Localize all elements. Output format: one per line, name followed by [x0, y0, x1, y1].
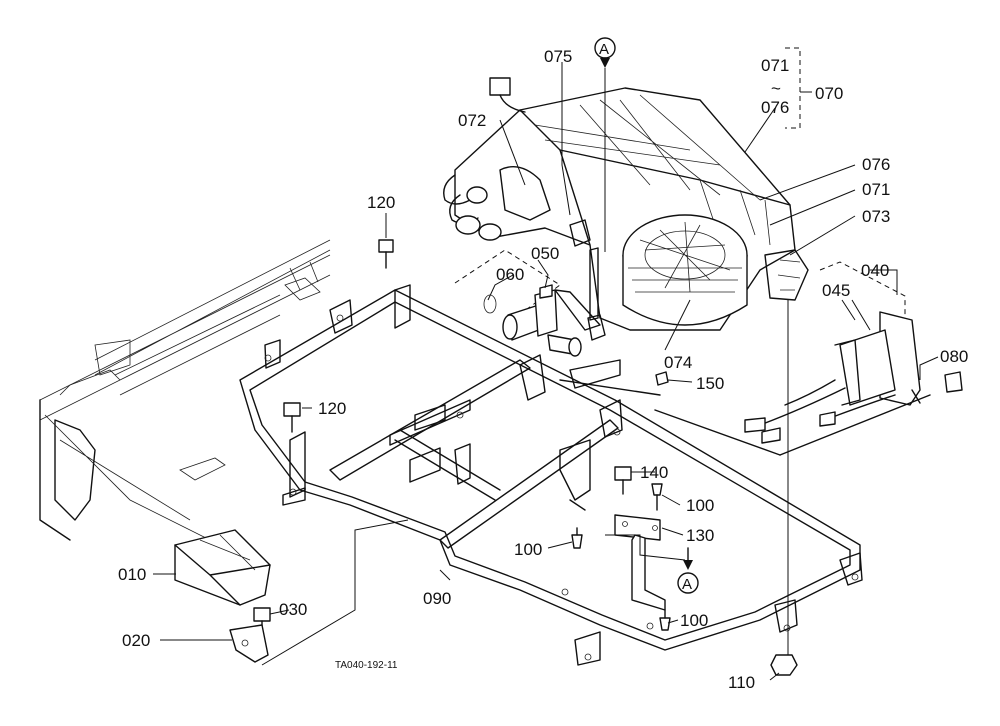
label-030: 030 — [279, 600, 307, 619]
label-150: 150 — [696, 374, 724, 393]
label-050: 050 — [531, 244, 559, 263]
label-120-a: 120 — [367, 193, 395, 212]
label-045: 045 — [822, 281, 850, 300]
view-arrow-top: A — [594, 37, 616, 68]
label-120-b: 120 — [318, 399, 346, 418]
label-072: 072 — [458, 111, 486, 130]
air-conditioner-unit — [443, 77, 809, 341]
label-tilde: ~ — [771, 79, 781, 98]
view-arrow-bottom: A — [677, 547, 699, 594]
label-100-b: 100 — [514, 540, 542, 559]
label-071: 071 — [862, 180, 890, 199]
svg-text:A: A — [682, 576, 692, 593]
label-100-a: 100 — [686, 496, 714, 515]
label-080: 080 — [940, 347, 968, 366]
label-090: 090 — [423, 589, 451, 608]
label-070: 070 — [815, 84, 843, 103]
label-075: 075 — [544, 47, 572, 66]
leader-lines — [153, 62, 939, 681]
control-box — [174, 529, 271, 606]
bracket-130 — [614, 514, 666, 611]
fasteners — [253, 239, 963, 676]
label-130: 130 — [686, 526, 714, 545]
label-040: 040 — [861, 261, 889, 280]
valve-assembly — [454, 249, 582, 357]
label-073: 073 — [862, 207, 890, 226]
label-071-range: 071 — [761, 56, 789, 75]
part-labels: 010 020 030 040 045 050 060 070 071 ~ 07… — [118, 47, 968, 692]
label-020: 020 — [122, 631, 150, 650]
label-010: 010 — [118, 565, 146, 584]
label-100-c: 100 — [680, 611, 708, 630]
label-076-range: 076 — [761, 98, 789, 117]
figure-code: TA040-192-11 — [335, 660, 398, 671]
label-076: 076 — [862, 155, 890, 174]
wiring-harness-bracket — [559, 261, 931, 456]
svg-text:A: A — [599, 41, 609, 58]
label-110: 110 — [728, 673, 755, 692]
cabin-side-structure — [39, 239, 331, 541]
label-140: 140 — [640, 463, 668, 482]
clamp-020 — [229, 624, 269, 663]
label-060: 060 — [496, 265, 524, 284]
group-bracket-070 — [785, 47, 801, 129]
label-074: 074 — [664, 353, 692, 372]
